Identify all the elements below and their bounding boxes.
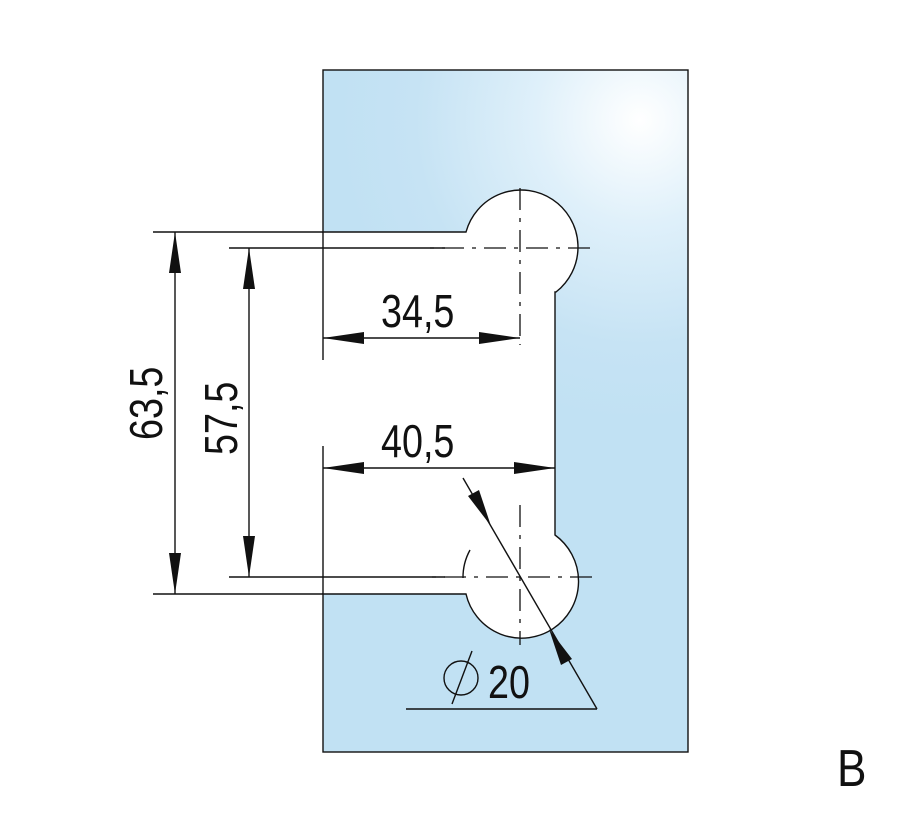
dimension-hole-diameter: 20 xyxy=(406,477,598,710)
dimension-label: 57,5 xyxy=(195,382,246,455)
dimension-label: 34,5 xyxy=(381,285,454,336)
dimension-cutout-depth: 40,5 xyxy=(323,415,555,474)
dimension-center-distance: 57,5 xyxy=(195,248,255,577)
hinge-cutout xyxy=(323,190,579,639)
diameter-symbol-icon xyxy=(443,650,479,705)
dimension-label: 20 xyxy=(488,656,530,707)
dimension-label: 63,5 xyxy=(120,367,171,440)
dimension-top-depth: 34,5 xyxy=(323,285,520,344)
variant-label: B xyxy=(837,740,866,798)
dimension-label: 40,5 xyxy=(381,415,454,466)
cutout-outline xyxy=(323,189,580,639)
dimension-overall-height: 63,5 xyxy=(120,232,181,594)
